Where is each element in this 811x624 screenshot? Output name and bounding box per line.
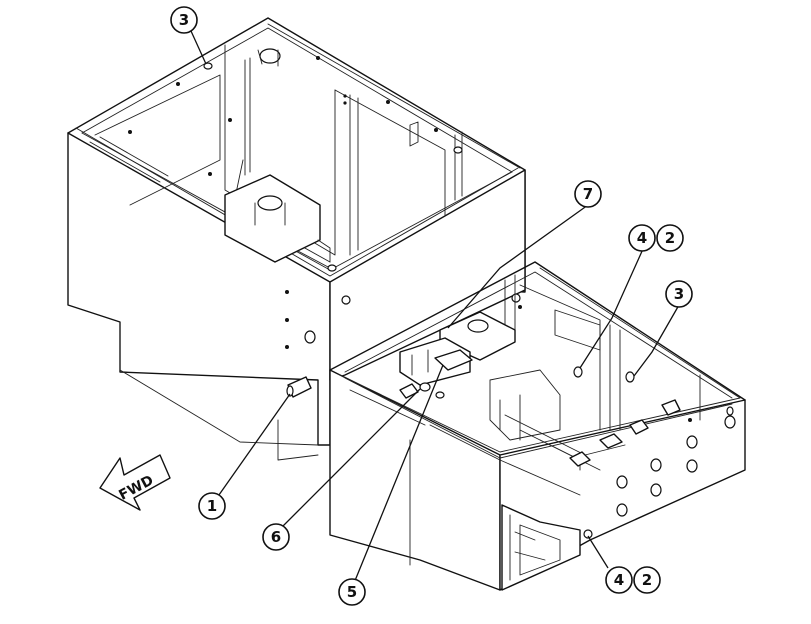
callout-3-top: 3	[170, 6, 198, 34]
callout-3-right: 3	[665, 280, 693, 308]
callout-4-bottom: 4	[605, 566, 633, 594]
callout-4-label: 4	[637, 229, 647, 247]
callout-2-right: 2	[656, 224, 684, 252]
callout-6: 6	[262, 523, 290, 551]
callout-6-label: 6	[271, 528, 281, 546]
callout-2-label: 2	[642, 571, 652, 589]
callout-2-bottom: 2	[633, 566, 661, 594]
lower-cabinet	[329, 261, 746, 591]
callout-1: 1	[198, 492, 226, 520]
upper-cabinet	[67, 17, 526, 461]
callout-5: 5	[338, 578, 366, 606]
callout-4-label: 4	[614, 571, 624, 589]
fwd-direction-arrow: FWD	[99, 454, 171, 511]
forward-arrow-icon	[99, 454, 171, 511]
callout-7: 7	[574, 180, 602, 208]
callout-5-label: 5	[347, 583, 357, 601]
callout-4-right: 4	[628, 224, 656, 252]
leader-lines	[185, 19, 680, 589]
callout-3-label: 3	[674, 285, 684, 303]
callout-7-label: 7	[583, 185, 593, 203]
callout-2-label: 2	[665, 229, 675, 247]
callout-1-label: 1	[207, 497, 217, 515]
callout-3-label: 3	[179, 11, 189, 29]
